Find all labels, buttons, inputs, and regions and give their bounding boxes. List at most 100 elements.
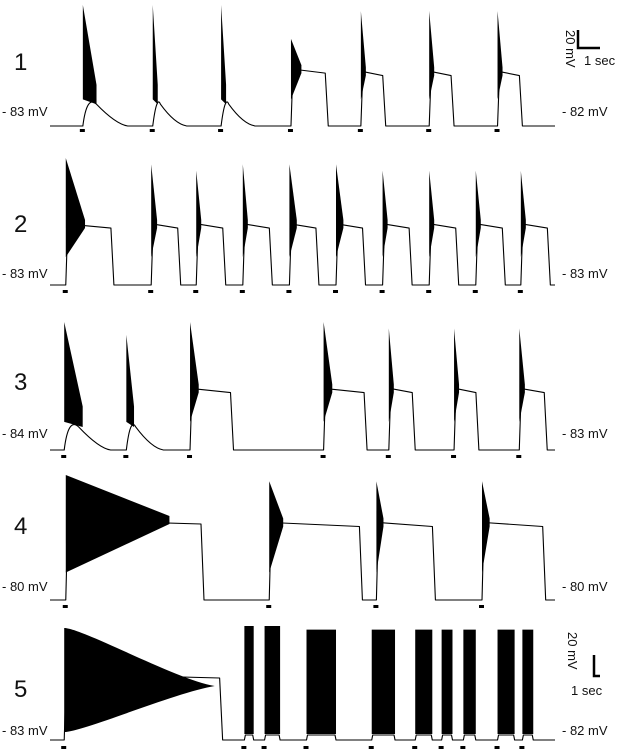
voltage-trace [50,223,555,286]
burst-3 [376,481,384,573]
panel-number: 4 [14,513,27,540]
burst-5 [388,328,394,422]
panel-4: 4 - 80 mV - 80 mV [2,475,608,608]
burst-3 [264,626,281,734]
baseline-label-left: - 84 mV [2,426,48,441]
stimulus-marker [426,290,432,293]
burst-4 [242,164,248,258]
baseline-label-left: - 83 mV [2,723,48,738]
burst-7 [497,11,503,100]
burst-6 [336,164,344,258]
stimulus-marker [287,129,293,132]
baseline-label-right: - 80 mV [562,579,608,594]
voltage-trace [50,388,555,451]
stimulus-marker [148,290,154,293]
stimulus-marker [218,129,224,132]
stimulus-marker [333,290,339,293]
stimulus-marker [193,290,199,293]
stimulus-marker [187,455,193,458]
stimulus-marker [62,290,68,293]
voltage-trace [50,673,555,741]
stimulus-marker [426,129,432,132]
stimulus-marker [241,746,247,749]
burst-2 [269,481,284,573]
burst-2 [126,334,135,427]
burst-5 [289,164,297,258]
stimulus-marker [517,290,523,293]
stimulus-marker [379,290,385,293]
panel-3: 3 - 84 mV - 83 mV [2,322,608,458]
burst-7 [382,170,388,258]
stimulus-marker [61,455,67,458]
burst-5 [360,11,366,100]
burst-1 [64,628,215,732]
stimulus-marker [472,290,478,293]
panel-2: 2 - 83 mV - 83 mV [2,158,608,293]
burst-3 [190,322,199,422]
scale-bar-panel-1: 20 mV 1 sec [563,30,616,68]
burst-9 [475,170,481,258]
baseline-label-left: - 83 mV [2,266,48,281]
voltage-trace [50,68,555,127]
stimulus-marker [149,129,155,132]
stimulus-marker [286,290,292,293]
burst-10 [522,629,534,734]
burst-10 [520,170,526,258]
burst-4 [323,322,333,422]
stimulus-marker [79,129,85,132]
burst-7 [519,328,525,422]
stimulus-marker [451,455,457,458]
scale-bar-1-lines [576,30,600,50]
stimulus-marker [266,605,272,608]
panel-5: 5- 83 mV- 82 mV [2,626,608,749]
burst-4 [290,38,302,100]
burst-1 [65,475,170,573]
stimulus-marker [303,746,309,749]
scale-bar-5-lines [592,655,600,678]
stimulus-marker [494,129,500,132]
stimulus-marker [357,129,363,132]
baseline-label-left: - 80 mV [2,579,48,594]
stimulus-marker [261,746,267,749]
burst-2 [152,5,158,105]
stimulus-marker [123,455,129,458]
scale-bar-5-horizontal-label: 1 sec [571,683,603,698]
stimulus-marker [62,605,68,608]
baseline-label-right: - 82 mV [562,104,608,119]
stimulus-marker [373,605,379,608]
scale-bar-panel-5: 20 mV 1 sec [565,632,603,698]
burst-2 [244,626,254,734]
stimulus-marker [385,455,391,458]
stimulus-marker [412,746,418,749]
voltage-trace [50,519,555,601]
panels: 1 - 83 mV - 82 mV 2 - 83 mV - 83 mV 3 - 84 mV - … [2,5,608,749]
baseline-label-right: - 83 mV [562,266,608,281]
burst-8 [429,170,435,258]
stimulus-marker [438,746,444,749]
burst-3 [196,170,202,258]
stimulus-marker [239,290,245,293]
burst-4 [306,629,337,734]
burst-6 [429,11,435,100]
panel-number: 1 [14,49,27,76]
stimulus-marker [519,746,525,749]
stimulus-marker [479,605,485,608]
burst-3 [221,5,227,105]
burst-1 [64,322,83,427]
stimulus-marker [368,746,374,749]
burst-7 [441,629,453,734]
burst-4 [482,481,490,573]
stimulus-marker [516,455,522,458]
panel-number: 3 [14,369,27,396]
panel-number: 2 [14,211,27,238]
burst-8 [463,629,476,734]
baseline-label-right: - 83 mV [562,426,608,441]
stimulus-marker [494,746,500,749]
scale-bar-1-horizontal-label: 1 sec [584,53,616,68]
stimulus-marker [460,746,466,749]
burst-5 [371,629,396,734]
baseline-label-right: - 82 mV [562,723,608,738]
stimulus-marker [61,746,67,749]
burst-6 [454,328,460,422]
